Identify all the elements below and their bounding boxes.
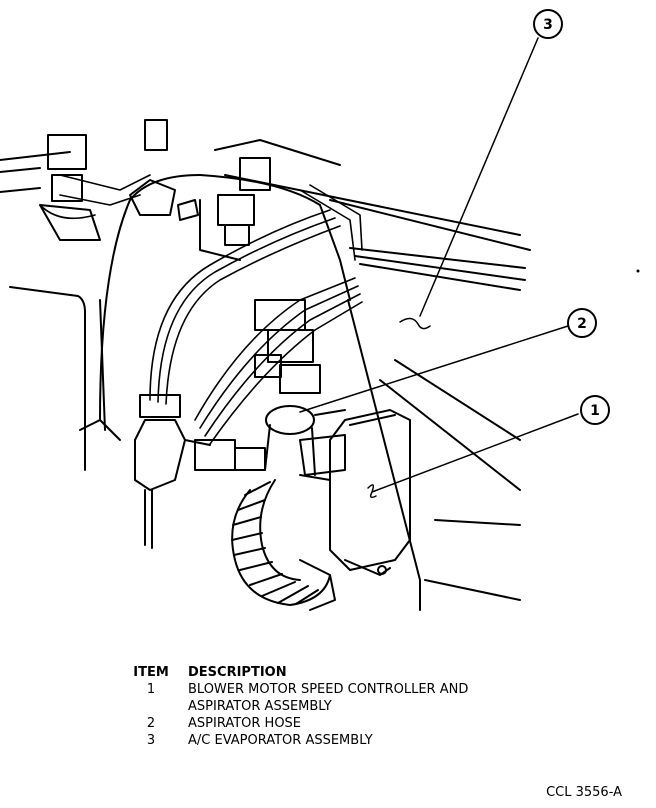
callout-3: 3: [533, 9, 563, 39]
harness-connectors: [254, 299, 321, 394]
blower-duct: [231, 479, 336, 611]
wiring-harness: [39, 174, 363, 445]
legend-description-line: ASPIRATOR HOSE: [188, 716, 302, 731]
legend-description-line: ASPIRATOR ASSEMBLY: [188, 699, 332, 714]
legend-row: 2 ASPIRATOR HOSE: [118, 715, 578, 732]
callout-1: 1: [580, 395, 610, 425]
callout-3-label: 3: [543, 17, 553, 33]
callout-leaders: [299, 37, 579, 499]
legend-item-number: 3: [146, 733, 156, 748]
speed-controller-module: [299, 409, 411, 576]
legend-description-line: A/C EVAPORATOR ASSEMBLY: [188, 733, 373, 748]
legend-row: 1 BLOWER MOTOR SPEED CONTROLLER AND ASPI…: [118, 681, 578, 715]
legend-header-description: DESCRIPTION: [188, 665, 287, 680]
resistor-connector: [134, 394, 266, 549]
body-panel-lines: [0, 139, 531, 611]
callout-1-label: 1: [590, 403, 600, 419]
stray-dot: [636, 269, 640, 273]
callout-2: 2: [567, 308, 597, 338]
component-diagram: 3 2 1: [0, 9, 640, 611]
parts-legend: ITEM DESCRIPTION 1 BLOWER MOTOR SPEED CO…: [118, 664, 578, 749]
callout-2-label: 2: [577, 316, 587, 332]
legend-item-number: 1: [146, 682, 156, 697]
legend-header: ITEM DESCRIPTION: [118, 664, 578, 681]
legend-description-line: BLOWER MOTOR SPEED CONTROLLER AND: [188, 682, 469, 697]
aspirator-hose: [264, 405, 346, 476]
legend-item-number: 2: [146, 716, 156, 731]
legend-row: 3 A/C EVAPORATOR ASSEMBLY: [118, 732, 578, 749]
upper-connectors: [39, 119, 271, 246]
legend-header-item: ITEM: [133, 665, 169, 680]
legend-item-description: ASPIRATOR HOSE: [184, 715, 578, 732]
figure-reference: CCL 3556-A: [546, 785, 622, 800]
legend-item-description: BLOWER MOTOR SPEED CONTROLLER AND ASPIRA…: [184, 681, 578, 715]
legend-item-description: A/C EVAPORATOR ASSEMBLY: [184, 732, 578, 749]
